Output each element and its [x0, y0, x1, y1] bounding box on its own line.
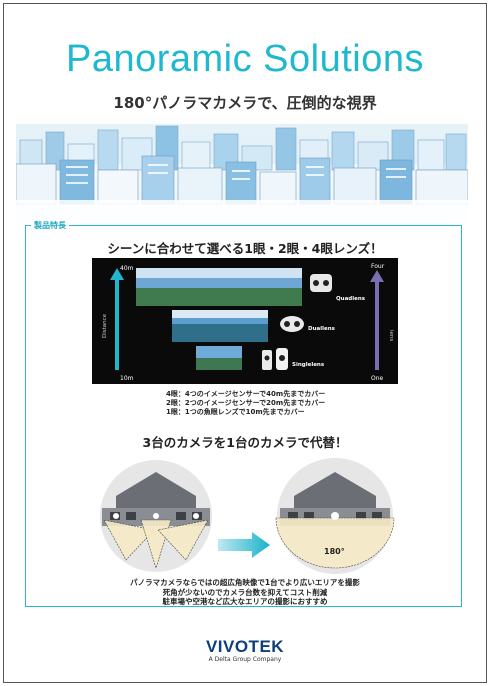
singlelens-camera-icon [262, 348, 288, 370]
distance-top-label: 40m [120, 265, 134, 272]
singlelens-label: Singlelens [292, 362, 325, 368]
lens-top-label: Four [371, 263, 385, 270]
vivotek-logo: VIVOTEK [205, 637, 285, 656]
building-three-cameras [100, 460, 212, 572]
distance-axis-label: Distance [102, 313, 108, 338]
feature-tag: 製品特長 [31, 220, 69, 231]
duallens-camera-icon [280, 316, 304, 332]
lens-axis-label: lens [388, 330, 394, 341]
transition-arrow [218, 532, 270, 558]
benefit-note-2: 死角が少ないのでカメラ台数を抑えてコスト削減 [162, 587, 328, 597]
replace-heading: 3台のカメラを1台のカメラで代替！ [142, 435, 348, 450]
duallens-label: Duallens [308, 326, 336, 332]
building-one-camera: 180° [275, 458, 395, 574]
page-title: Panoramic Solutions [65, 38, 424, 80]
lens-notes: 4眼：4つのイメージセンサーで40m先までカバー 2眼：2つのイメージセンサーで… [166, 390, 325, 417]
city-illustration [16, 112, 468, 222]
lens-bottom-label: One [371, 375, 384, 382]
lens-comparison-panel: 40m 10m Distance Quadlens Duallens Singl… [92, 258, 398, 384]
benefit-note-1: パノラマカメラならではの超広角映像で1台でより広いエリアを撮影 [130, 578, 360, 587]
lens-heading: シーンに合わせて選べる1眼・2眼・4眼レンズ！ [107, 241, 383, 256]
quadlens-camera-icon [310, 274, 332, 292]
benefit-note-3: 駐車場や空港など広大なエリアの撮影におすすめ [162, 597, 328, 606]
quadlens-label: Quadlens [336, 296, 366, 302]
feature-section [25, 225, 462, 607]
benefit-notes: パノラマカメラならではの超広角映像で1台でより広いエリアを撮影 死角が少ないので… [0, 578, 490, 607]
note-quad: 4眼：4つのイメージセンサーで40m先までカバー [166, 390, 326, 398]
vivotek-logo-subtitle: A Delta Group Company [208, 656, 282, 663]
note-single: 1眼：1つの魚眼レンズで10m先までカバー [166, 408, 305, 416]
distance-bottom-label: 10m [120, 375, 134, 382]
coverage-label: 180° [324, 547, 345, 556]
page-subtitle: 180°パノラマカメラで、圧倒的な視界 [113, 94, 377, 112]
note-dual: 2眼：2つのイメージセンサーで20m先までカバー [166, 399, 326, 407]
